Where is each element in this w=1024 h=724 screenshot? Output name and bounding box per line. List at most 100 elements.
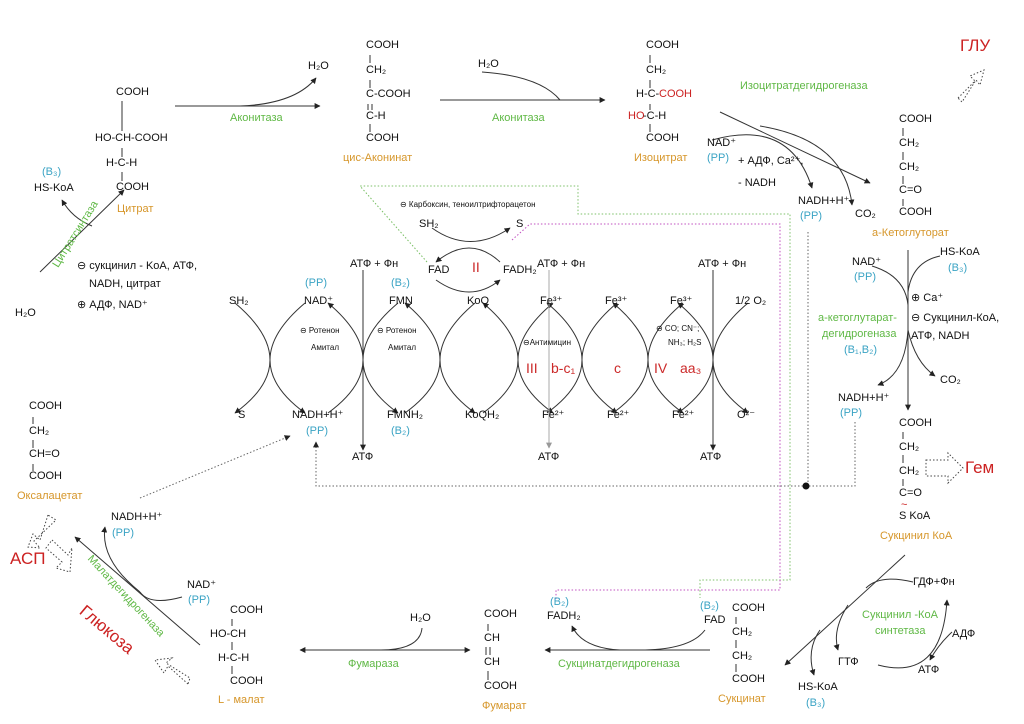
nad: NAD⁺ [852,256,882,268]
fumarate-line: CH [484,632,500,644]
vitamin-b3: (B₃) [42,166,62,178]
isocitrate-highlight: HO [628,110,645,122]
isocitrate-label: Изоцитрат [634,152,688,164]
fumarate-label: Фумарат [482,700,527,712]
fumarate-line: CH [484,656,500,668]
complex-ii-label: II [472,259,480,275]
chain-oxidized: 1/2 O₂ [735,295,767,307]
vitamin-b2: (B₂) [391,425,410,437]
succinyl-coa-line: CH₂ [899,441,920,453]
nad: NAD⁺ [187,579,217,591]
s: S [516,218,524,230]
vitamin-pp: (PP) [840,407,862,419]
thioester-bond: ~ [901,499,908,511]
succinyl-coa-line: CH₂ [899,465,920,477]
enzyme-aconitase: Аконитаза [230,112,283,124]
icdh-regulators: + АДФ, Ca²⁺, [738,155,804,167]
vitamin-b2: (B₂) [550,596,569,608]
citrate-synthase-inhibitors: ⊖ сукцинил - KoA, АТФ, [77,260,198,272]
chain-reduced: Fe²⁺ [607,409,630,421]
succinate-line: COOH [732,673,765,685]
chain-oxidized: Fe³⁺ [540,295,563,307]
akg-line: COOH [899,113,932,125]
oxaloacetate-line: COOH [29,400,62,412]
citrate-synthase-activators: ⊕ АДФ, NAD⁺ [77,299,148,311]
akg-line: C=O [899,184,922,196]
sh2: SH₂ [419,218,439,230]
succinyl-coa-label: Сукцинил КоА [880,530,953,542]
citrate-line: COOH [116,181,149,193]
fadh2: FADH₂ [503,264,537,276]
succinyl-coa-line: C=O [899,487,922,499]
chain-oxidized: Fe³⁺ [605,295,628,307]
citrate-line: H-C-H [106,157,138,169]
akg-label: а-Кетоглуторат [872,227,949,239]
fadh2-link [511,223,781,600]
vitamin-b3: (B₃) [806,697,826,709]
water: H₂O [478,58,499,70]
vitamin-pp: (PP) [112,527,134,539]
hs-koa: HS-KoA [798,681,838,693]
oxaloacetate-line: CH=O [29,448,60,460]
fadh-link [358,185,791,598]
enzyme-succinyl-coa-synthetase: синтетаза [875,625,926,637]
inhibitor-amytal: Амитал [388,343,416,352]
malate-label: L - малат [218,694,265,706]
cytochrome-aa3-label: aa₃ [680,360,702,376]
cis-aconitate-line: C-COOH [366,88,411,100]
isocitrate-line: H-C- [636,88,660,100]
citrate-line: HO-CH-COOH [95,132,168,144]
inhibitor-rotenone: ⊖ Ротенон [377,326,417,335]
chain-oxidized: SH₂ [229,295,249,307]
oxaloacetate-label: Оксалацетат [17,490,83,502]
atp-output: АТФ [700,451,722,463]
vitamin-pp: (PP) [305,277,327,289]
product-heme: Гем [965,458,995,477]
chain-reduced: S [238,409,246,421]
complex-iv-label: IV [654,360,668,376]
vitamin-pp: (PP) [800,210,822,222]
malate-line: COOH [230,604,263,616]
adp: АДФ [952,628,976,640]
gtp: ГТФ [838,656,859,668]
vitamin-pp: (PP) [188,594,210,606]
vitamin-pp: (PP) [306,425,328,437]
vitamin-b1-b2: (B₁,B₂) [844,344,878,356]
nadh: NADH+H⁺ [838,392,890,404]
chain-oxidized: Fe³⁺ [670,295,693,307]
product-glu: ГЛУ [960,36,991,55]
icdh-regulators: - NADH [738,177,776,189]
enzyme-isocitrate-dehydrogenase: Изоцитратдегидрогеназа [740,80,868,92]
isocitrate-line: CH₂ [646,64,667,76]
fad: FAD [428,264,450,276]
fad: FAD [704,614,726,626]
cis-aconitate-line: C-H [366,110,386,122]
chain-oxidized: NAD⁺ [304,295,334,307]
complex2-inhibitor: ⊖ Карбоксин, теноилтрифторацетон [400,200,536,209]
water: H₂O [410,612,431,624]
succinate-line: CH₂ [732,626,753,638]
akgdh-inhibitors: АТФ, NADH [911,330,970,342]
complex-iii-label: III [526,360,538,376]
chain-reduced: Fe²⁺ [672,409,695,421]
nadh: NADH+H⁺ [798,195,850,207]
nad: NAD⁺ [707,137,737,149]
co2: CO₂ [940,374,961,386]
isocitrate-line: -C-H [643,110,667,122]
succinyl-coa-line: COOH [899,417,932,429]
akgdh-activator: ⊕ Ca⁺ [911,292,944,304]
cytochrome-c-label: c [614,360,621,376]
vitamin-b2: (B₂) [700,600,719,612]
enzyme-akg-dehydrogenase: дегидрогеназа [822,328,897,340]
citrate-synthase-inhibitors: NADH, цитрат [89,278,161,290]
oxaloacetate-line: CH₂ [29,425,50,437]
chain-oxidized: FMN [389,295,413,307]
succinate-line: COOH [732,602,765,614]
inhibitor-h2s: NH₃; H₂S [668,338,702,347]
hs-koa: HS-KoA [940,246,980,258]
chain-reduced: KoQH₂ [465,409,500,421]
atp: АТФ [918,664,940,676]
isocitrate-highlight: COOH [659,88,692,100]
succinate-label: Сукцинат [718,693,766,705]
